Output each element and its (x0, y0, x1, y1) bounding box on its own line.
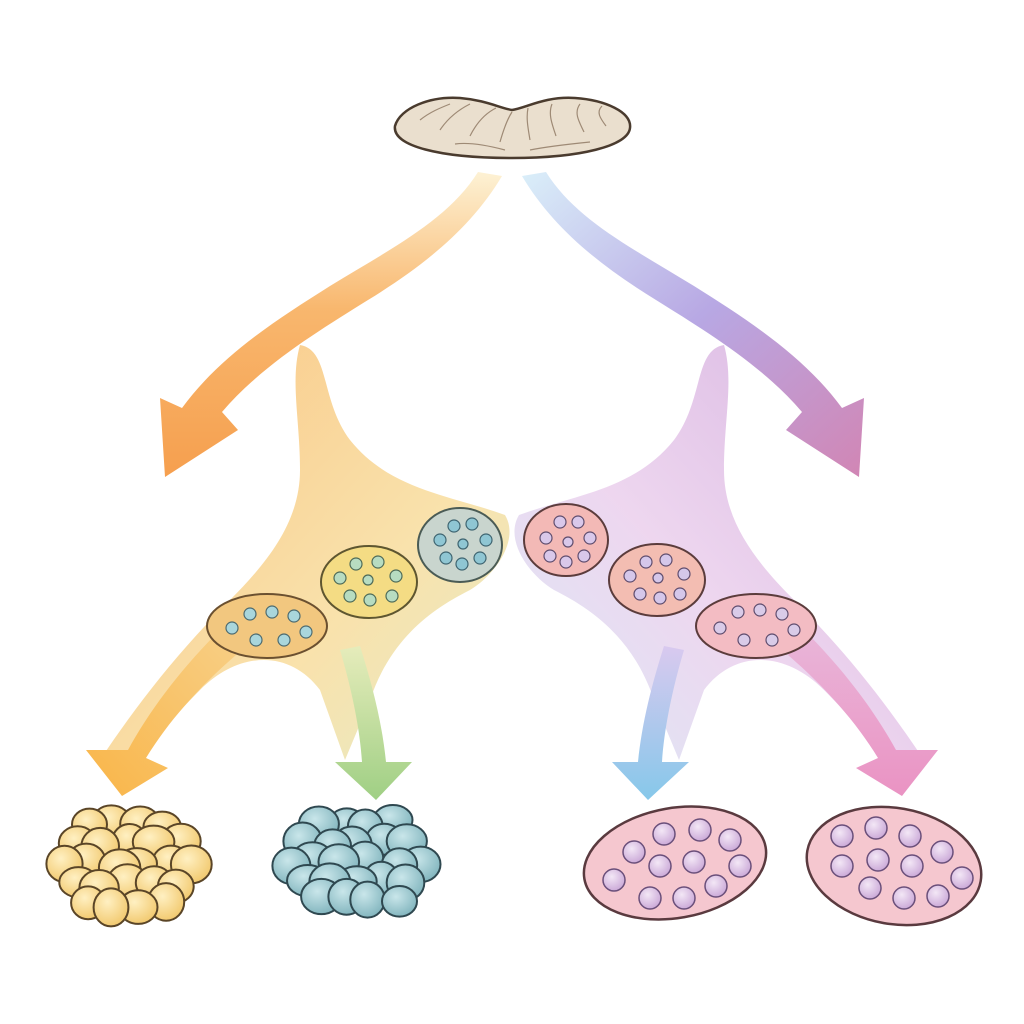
left-intermediate-cell-3 (417, 507, 503, 583)
right-intermediate-cell-2 (608, 543, 706, 617)
right-outcome-arrow-1 (612, 646, 689, 800)
left-outcome-arrow-1 (86, 630, 236, 796)
blue-cell-cluster-icon (271, 804, 442, 919)
right-upper-arrow (522, 172, 864, 477)
tissue-sample-icon (393, 96, 632, 160)
left-upper-arrow (160, 172, 502, 477)
left-outcome-arrow-2 (335, 646, 412, 800)
right-intermediate-cell-1 (523, 503, 609, 577)
left-branch (86, 172, 510, 800)
right-intermediate-cell-3 (695, 593, 817, 659)
pink-nucleated-cell-icon (582, 805, 768, 921)
right-outcome-arrow-2 (788, 630, 938, 796)
yellow-cell-cluster-icon (45, 804, 213, 928)
left-intermediate-cell-2 (320, 545, 418, 619)
pink-nucleated-cell-icon (805, 805, 983, 927)
right-branch (514, 172, 938, 800)
left-intermediate-cell-1 (206, 593, 328, 659)
